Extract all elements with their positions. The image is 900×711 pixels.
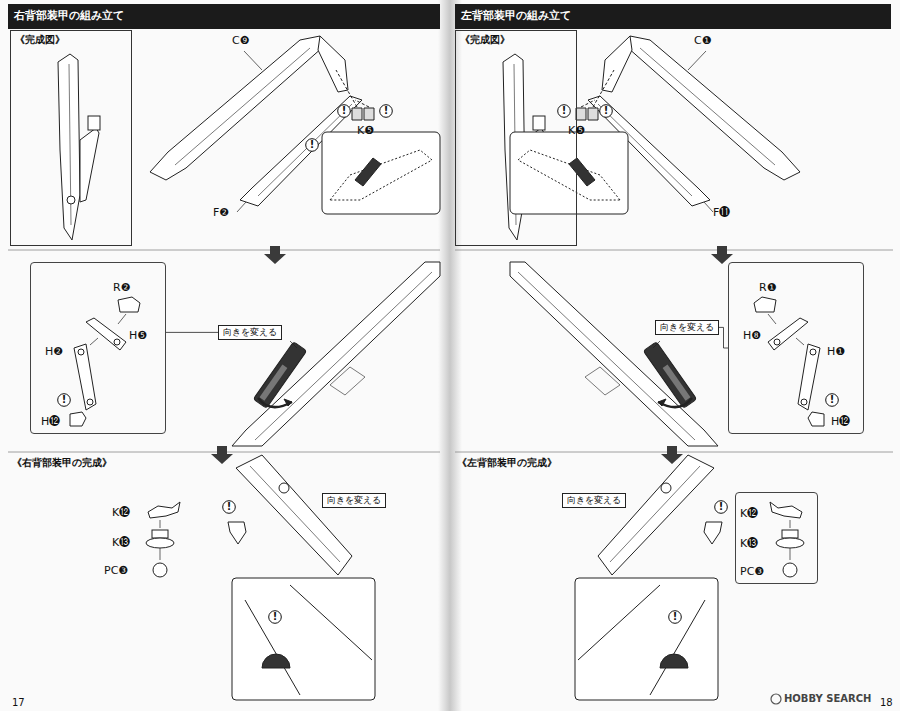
title-bar: 左背部装甲の組み立て bbox=[455, 4, 891, 29]
caution-mark: ! bbox=[268, 610, 282, 624]
part-label: K❺ bbox=[568, 124, 585, 137]
page-number: 18 bbox=[880, 697, 893, 709]
watermark-logo bbox=[771, 694, 781, 704]
note-box: 向きを変える bbox=[322, 493, 386, 508]
page-number: 17 bbox=[12, 697, 25, 709]
caution-circle bbox=[600, 105, 613, 118]
caution-circle: ! bbox=[222, 500, 236, 514]
parts-breakdown bbox=[70, 297, 140, 426]
caution-mark: ! bbox=[337, 104, 351, 118]
caution-circle: ! bbox=[268, 610, 282, 624]
caution-mark: ! bbox=[305, 138, 319, 152]
caution-circle: ! bbox=[305, 138, 319, 152]
part-number: H⓬ bbox=[41, 415, 60, 428]
caution-mark: ! bbox=[668, 610, 682, 624]
step-heading: 《右背部装甲の完成》 bbox=[12, 457, 112, 469]
watermark: HOBBY SEARCH bbox=[784, 693, 871, 705]
step-arrow bbox=[211, 246, 733, 464]
part-number: K⓭ bbox=[740, 537, 758, 550]
step2-parts bbox=[510, 262, 718, 446]
step2-parts bbox=[232, 262, 440, 446]
caution-circle: ! bbox=[668, 610, 682, 624]
part-label: PC❸ bbox=[104, 564, 128, 577]
caution-mark: ! bbox=[379, 104, 393, 118]
figure-frame: 《完成図》 bbox=[10, 30, 132, 246]
parts-frame: R❶ H❽ H❶ H⓬! bbox=[728, 262, 864, 434]
finished-blade bbox=[58, 54, 100, 240]
part-number: R❷ bbox=[113, 281, 131, 294]
caution-circle: ! bbox=[557, 104, 571, 118]
caution-circle bbox=[269, 611, 282, 624]
caution-circle: ! bbox=[379, 104, 393, 118]
part-number: H❽ bbox=[743, 329, 761, 342]
part-number: H❺ bbox=[129, 329, 147, 342]
caution-circle: ! bbox=[825, 393, 839, 407]
step3-parts bbox=[146, 455, 375, 700]
caution-mark: ! bbox=[714, 500, 728, 514]
caution-circle bbox=[58, 394, 71, 407]
part-label: C❶ bbox=[694, 34, 712, 47]
part-number: H⓬ bbox=[831, 415, 850, 428]
part-number: PC❸ bbox=[740, 565, 764, 578]
caution-circle: ! bbox=[57, 393, 71, 407]
part-number: R❶ bbox=[759, 281, 777, 294]
parts-frame: R❷ H❺ H❷ H⓬! bbox=[30, 262, 166, 434]
caution-circle bbox=[380, 105, 393, 118]
part-number: H❶ bbox=[827, 345, 845, 358]
step-heading: 《左背部装甲の完成》 bbox=[457, 457, 557, 469]
caution-mark: ! bbox=[825, 393, 839, 407]
step-divider bbox=[8, 250, 893, 452]
direction-note: 向きを変える bbox=[223, 327, 277, 338]
part-number: H❷ bbox=[45, 345, 63, 358]
part-label: K❺ bbox=[357, 124, 374, 137]
part-label: K⓭ bbox=[112, 536, 130, 549]
part-label: F⓫ bbox=[713, 206, 730, 219]
step1-parts bbox=[510, 36, 800, 214]
part-label: C❾ bbox=[232, 34, 250, 47]
caution-circle: ! bbox=[599, 104, 613, 118]
caution-circle bbox=[558, 105, 571, 118]
part-label: K⓬ bbox=[112, 506, 130, 519]
caution-circle bbox=[306, 139, 319, 152]
direction-note: 向きを変える bbox=[660, 322, 714, 333]
caution-circle bbox=[826, 394, 839, 407]
caution-circle bbox=[223, 501, 236, 514]
figure-caption: 《完成図》 bbox=[15, 34, 65, 46]
caution-mark: ! bbox=[557, 104, 571, 118]
section-title: 左背部装甲の組み立て bbox=[455, 6, 571, 26]
caution-mark: ! bbox=[57, 393, 71, 407]
part-label: F❷ bbox=[213, 206, 229, 219]
parts-breakdown bbox=[754, 297, 824, 426]
leader-connector bbox=[719, 327, 728, 348]
note-box: 向きを変える bbox=[562, 493, 626, 508]
caution-circle: ! bbox=[337, 104, 351, 118]
caution-circle: ! bbox=[714, 500, 728, 514]
direction-note: 向きを変える bbox=[327, 495, 381, 506]
part-number: K⓬ bbox=[740, 507, 758, 520]
step1-parts bbox=[150, 36, 440, 214]
section-title: 右背部装甲の組み立て bbox=[8, 6, 124, 26]
caution-circle bbox=[715, 501, 728, 514]
caution-mark: ! bbox=[599, 104, 613, 118]
note-box: 向きを変える bbox=[218, 325, 282, 340]
title-bar: 右背部装甲の組み立て bbox=[8, 4, 440, 29]
figure-frame: 《完成図》 bbox=[455, 30, 577, 246]
caution-circle bbox=[669, 611, 682, 624]
caution-circle bbox=[338, 105, 351, 118]
direction-note: 向きを変える bbox=[567, 495, 621, 506]
leader-connector bbox=[166, 332, 218, 333]
caution-mark: ! bbox=[222, 500, 236, 514]
note-box: 向きを変える bbox=[655, 320, 719, 335]
parts-frame: K⓬ K⓭ PC❸ bbox=[735, 492, 818, 584]
figure-caption: 《完成図》 bbox=[460, 34, 510, 46]
page-spine bbox=[438, 0, 462, 711]
